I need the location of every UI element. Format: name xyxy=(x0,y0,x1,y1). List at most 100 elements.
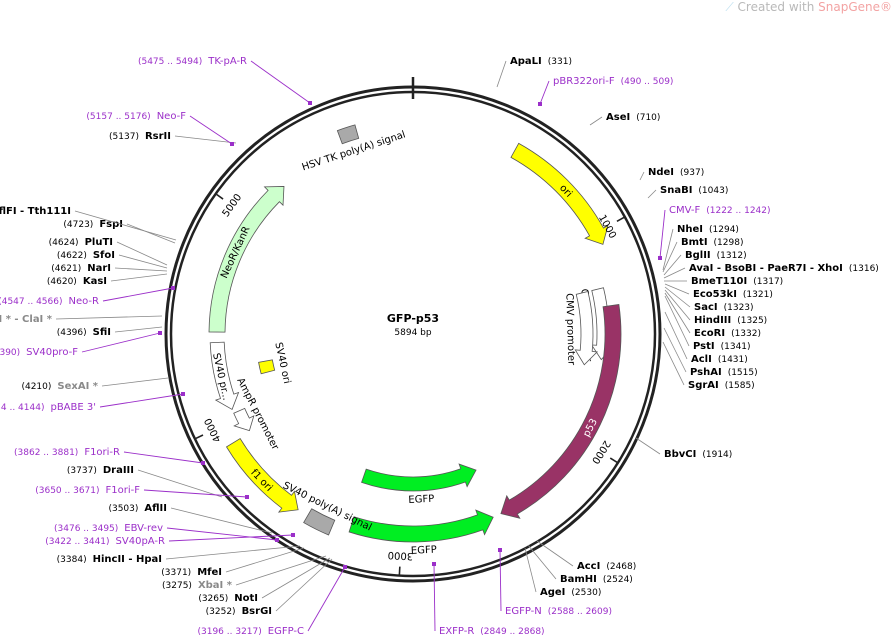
feature-egfp xyxy=(348,509,494,543)
restriction-site: NheI(1294) xyxy=(662,224,739,271)
primer-mark xyxy=(432,562,436,566)
site-name: RsrII xyxy=(145,131,171,142)
primer-site: SV40pA-R (3422 .. 3441) xyxy=(45,533,295,547)
site-name: XbaI * xyxy=(198,580,233,591)
plasmid-name: GFP-p53 xyxy=(387,312,439,325)
primer-position: (5157 .. 5176) xyxy=(86,112,150,122)
restriction-site: PflFI - Tth111I(4739) xyxy=(0,206,177,241)
feature-egfp xyxy=(361,463,477,492)
restriction-site: SnaBI(1043) xyxy=(647,185,728,199)
feature-f1-ori xyxy=(225,438,299,513)
primer-position: (1222 .. 1242) xyxy=(706,206,770,216)
restriction-site: HindIII(1325) xyxy=(664,289,767,326)
primer-mark xyxy=(181,392,185,396)
primer-mark xyxy=(171,286,175,290)
tick-label: 5000 xyxy=(221,192,245,219)
site-name: BamHI xyxy=(560,574,597,585)
site-name: AflII xyxy=(144,503,167,514)
site-leader-line xyxy=(664,311,688,360)
primer-site: EGFP-N(2588 .. 2609) xyxy=(498,548,612,617)
primer-mark xyxy=(538,102,542,106)
restriction-site: DraIII(3737) xyxy=(67,465,223,498)
site-name: BsrGI xyxy=(242,606,272,617)
tick-label: 2000 xyxy=(589,438,612,465)
tick-mark xyxy=(195,434,204,440)
tick-label: 4000 xyxy=(203,416,224,444)
site-leader-line xyxy=(55,315,163,320)
primer-site: Neo-F(5157 .. 5176) xyxy=(86,111,234,146)
primers-group: TK-pA-R(5475 .. 5494)pBR322ori-F(490 .. … xyxy=(0,56,771,637)
primer-leader-line xyxy=(102,287,174,302)
site-leader-line xyxy=(663,267,686,279)
site-position: (1298) xyxy=(714,238,744,248)
primer-name: SV40pA-R xyxy=(116,536,165,547)
site-position: (1341) xyxy=(721,342,751,352)
site-position: (1515) xyxy=(728,368,758,378)
primer-site: Neo-R(4547 .. 4566) xyxy=(0,286,175,307)
site-position: (1914) xyxy=(702,450,732,460)
primer-name: SV40pro-F xyxy=(26,347,78,358)
site-name: BbvCI xyxy=(664,449,696,460)
restriction-site: BmeT110I(1317) xyxy=(664,276,783,287)
feature-sv40-pr- xyxy=(209,341,240,410)
site-position: (3737) xyxy=(67,466,97,476)
feature-p53 xyxy=(500,304,622,519)
restriction-site: BbvCI (1914) xyxy=(635,437,732,460)
site-position: (2524) xyxy=(603,575,633,585)
site-name: BmtI xyxy=(681,237,708,248)
primer-mark xyxy=(658,256,662,260)
restriction-site: XbaI * (3275) xyxy=(162,555,327,591)
sites-group: ApaLI(331)AseI(710)NdeI(937)SnaBI(1043)N… xyxy=(0,56,879,617)
site-name: AccI xyxy=(577,561,600,572)
site-name: NdeI xyxy=(648,167,674,178)
site-position: (3252) xyxy=(206,607,236,617)
primer-mark xyxy=(230,142,234,146)
restriction-site: BsrGI (3252) xyxy=(206,558,333,617)
restriction-site: PshAI(1515) xyxy=(663,327,758,378)
site-name: AgeI xyxy=(540,587,565,598)
primer-position: (4124 .. 4144) xyxy=(0,403,44,413)
snapgene-logo-icon: ⟋ xyxy=(725,0,734,14)
primer-position: (3422 .. 3441) xyxy=(45,537,109,547)
watermark: ⟋ Created with SnapGene® xyxy=(725,0,892,14)
site-position: (4622) xyxy=(57,251,87,261)
primer-mark xyxy=(498,548,502,552)
primer-leader-line xyxy=(307,566,346,632)
site-leader-line xyxy=(225,547,305,573)
restriction-site: NotI(3265) xyxy=(198,557,331,604)
site-position: (710) xyxy=(636,113,660,123)
restriction-site: PstI(1341) xyxy=(664,295,751,352)
primer-name: EGFP-C xyxy=(268,626,304,637)
site-position: (4620) xyxy=(47,277,77,287)
primer-position: (2849 .. 2868) xyxy=(480,627,544,637)
watermark-brand: SnapGene® xyxy=(818,0,892,14)
restriction-site: AvaI - BsoBI - PaeR7I - XhoI(1316) xyxy=(663,263,879,279)
site-leader-line xyxy=(589,116,603,126)
site-leader-line xyxy=(662,241,678,273)
restriction-site: AflII(3503) xyxy=(108,503,273,534)
primer-position: (3196 .. 3217) xyxy=(197,627,261,637)
restriction-site: SgrAI(1585) xyxy=(662,341,755,391)
site-name: EcoRI xyxy=(694,328,725,339)
site-leader-line xyxy=(527,544,557,580)
site-name: AvaI - BsoBI - PaeR7I - XhoI xyxy=(689,263,843,274)
primer-mark xyxy=(343,565,347,569)
restriction-site: SfiI(4396) xyxy=(57,326,163,338)
site-position: (2530) xyxy=(571,588,601,598)
primer-position: (4547 .. 4566) xyxy=(0,297,63,307)
tick-mark xyxy=(609,457,618,463)
feature-cmv-promoter xyxy=(574,291,599,366)
restriction-site: AseI(710) xyxy=(589,112,660,126)
feature-label: EGFP xyxy=(408,494,434,506)
site-name: SfoI xyxy=(93,250,115,261)
restriction-site: FspI(4723) xyxy=(63,219,176,244)
site-leader-line xyxy=(496,60,507,88)
site-position: (3275) xyxy=(162,581,192,591)
site-name: SgrAI xyxy=(688,380,719,391)
tick-mark xyxy=(216,193,224,200)
restriction-site: Eco53kI(1321) xyxy=(664,283,773,300)
site-position: (3371) xyxy=(161,568,191,578)
feature-label: EGFP xyxy=(411,545,437,557)
